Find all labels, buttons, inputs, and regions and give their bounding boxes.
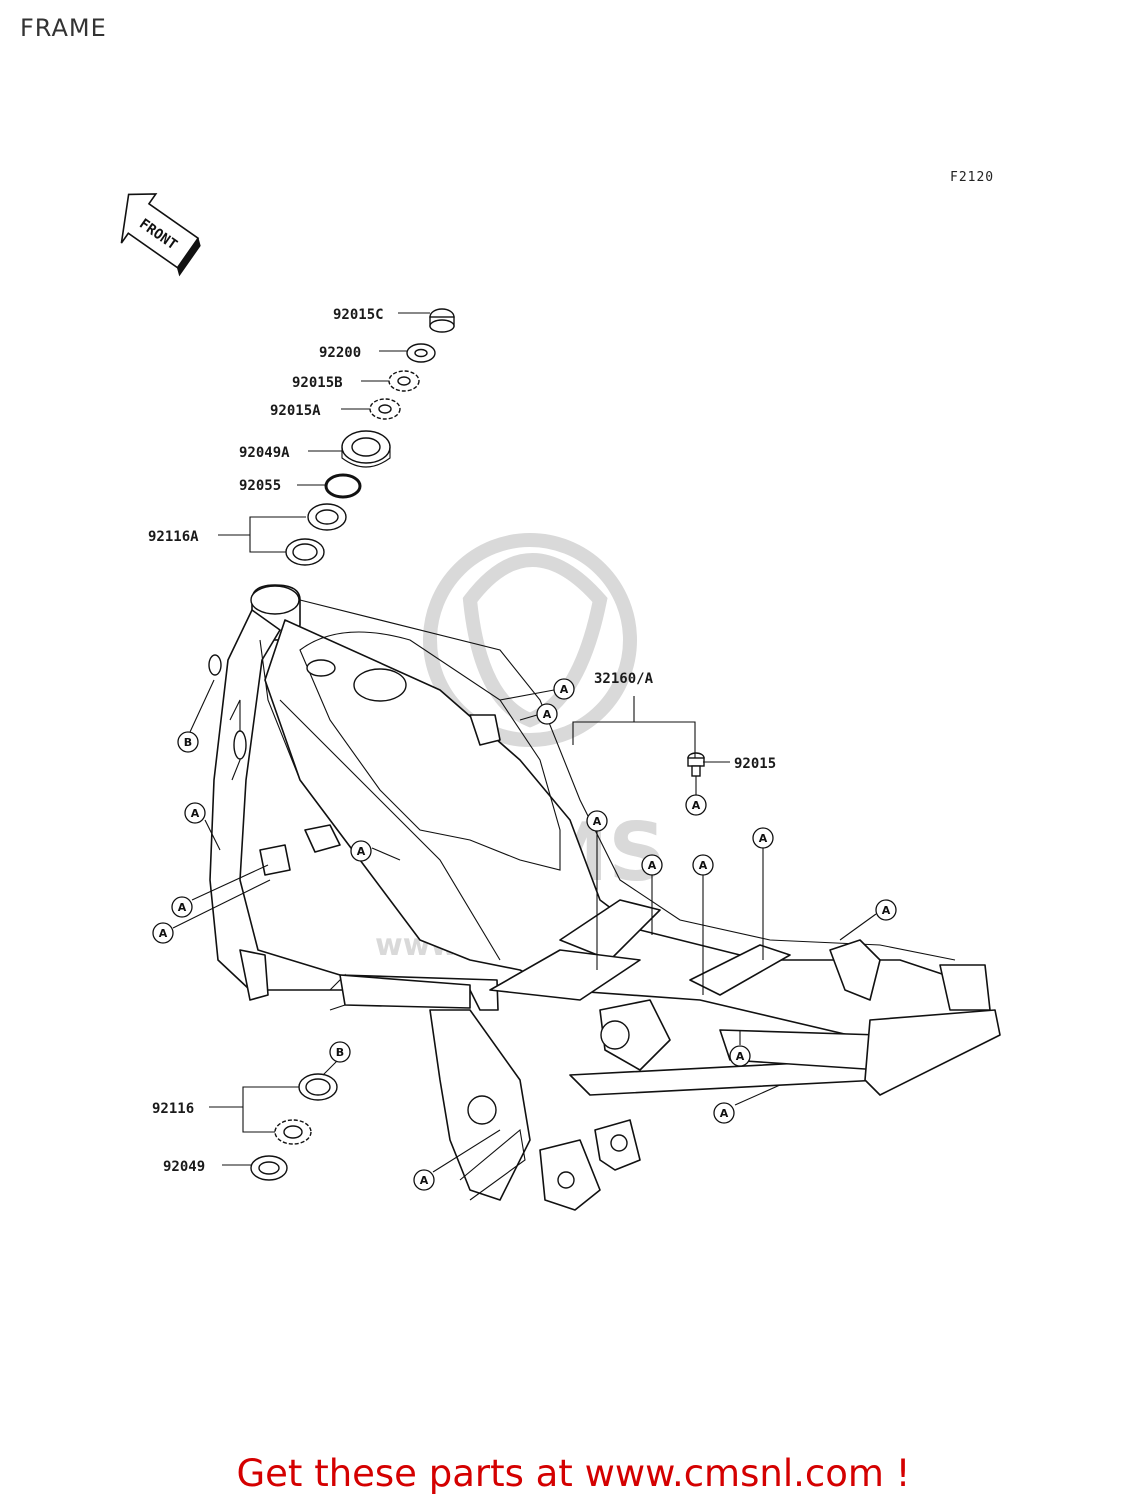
part-label-92055: 92055 <box>239 478 281 494</box>
marker-a: A <box>536 703 558 725</box>
svg-text:A: A <box>692 799 701 812</box>
marker-a: A <box>350 840 372 862</box>
bearing-92116 <box>274 1073 338 1145</box>
part-label-92015: 92015 <box>734 756 776 772</box>
marker-a: A <box>184 802 206 824</box>
marker-a: A <box>641 854 663 876</box>
steering-parts-bottom <box>250 752 705 1181</box>
svg-text:A: A <box>560 683 569 696</box>
part-label-92015a: 92015A <box>270 403 321 419</box>
svg-text:A: A <box>736 1050 745 1063</box>
marker-a: A <box>875 899 897 921</box>
svg-text:B: B <box>336 1046 344 1059</box>
marker-a: A <box>692 854 714 876</box>
svg-text:B: B <box>184 736 192 749</box>
leader-lines <box>172 312 877 1173</box>
seal-92049 <box>250 1155 288 1181</box>
nut-92015b <box>388 370 420 392</box>
frame-illustration <box>208 584 1001 1211</box>
bearing-92116a <box>285 503 347 566</box>
marker-a: A <box>152 922 174 944</box>
part-label-92200: 92200 <box>319 345 361 361</box>
washer-92200 <box>406 343 436 363</box>
o-ring-92055 <box>324 473 362 499</box>
page-title: FRAME <box>20 14 107 42</box>
part-label-92015c: 92015C <box>333 307 384 323</box>
svg-text:A: A <box>178 901 187 914</box>
marker-a: A <box>586 810 608 832</box>
reference-markers: B B A A A A A A A A A A A A A A A <box>152 678 897 1191</box>
svg-text:A: A <box>648 859 657 872</box>
marker-a: A <box>752 827 774 849</box>
part-label-32160a: 32160/A <box>594 671 654 687</box>
svg-text:A: A <box>420 1174 429 1187</box>
marker-a: A <box>685 794 707 816</box>
svg-text:A: A <box>593 815 602 828</box>
part-label-92049: 92049 <box>163 1159 205 1175</box>
marker-a: A <box>713 1102 735 1124</box>
part-label-92049a: 92049A <box>239 445 290 461</box>
svg-text:A: A <box>882 904 891 917</box>
svg-text:A: A <box>191 807 200 820</box>
part-label-92116: 92116 <box>152 1101 194 1117</box>
svg-text:A: A <box>720 1107 729 1120</box>
marker-a: A <box>729 1045 751 1067</box>
get-parts-link[interactable]: Get these parts at www.cmsnl.com ! <box>236 1452 911 1495</box>
marker-b: B <box>177 731 199 753</box>
svg-text:A: A <box>759 832 768 845</box>
marker-a: A <box>171 896 193 918</box>
svg-text:A: A <box>543 708 552 721</box>
svg-text:A: A <box>159 927 168 940</box>
nut-92015a <box>369 398 401 420</box>
svg-text:A: A <box>699 859 708 872</box>
steering-parts-top <box>285 308 455 566</box>
svg-text:A: A <box>357 845 366 858</box>
bolt-92015 <box>687 752 705 777</box>
marker-a: A <box>553 678 575 700</box>
seal-92049a <box>341 430 391 468</box>
diagram-code: F2120 <box>950 170 995 185</box>
marker-b: B <box>329 1041 351 1063</box>
part-label-92116a: 92116A <box>148 529 199 545</box>
part-label-92015b: 92015B <box>292 375 343 391</box>
cap-nut-92015c <box>429 308 455 333</box>
front-arrow: FRONT <box>120 193 201 277</box>
marker-a: A <box>413 1169 435 1191</box>
